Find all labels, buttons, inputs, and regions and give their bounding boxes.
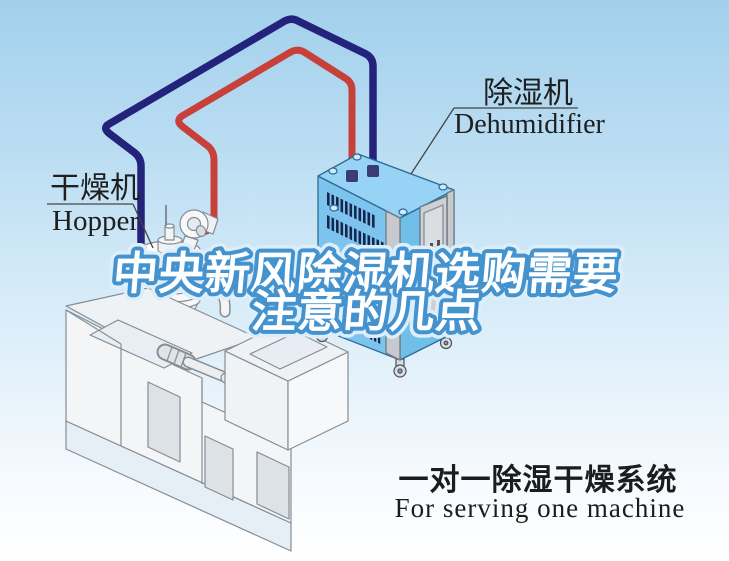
door-handle [430,243,433,249]
headline-line2-halo: 注意的几点 [249,285,484,338]
caption-zh: 一对一除湿干燥系统 [399,463,678,498]
vent-grille-small [370,328,381,344]
hopper-label: 干燥机 Hopper [47,171,154,249]
supply-inlet-fitting [346,170,358,182]
return-inlet-fitting [367,165,379,177]
hopper-label-leader [132,203,154,249]
dehumidifier-label-en: Dehumidifier [454,109,606,140]
front-corner-trim [385,210,401,361]
return-pipe-fitting [135,246,147,257]
molding-machine [65,287,349,552]
caption: 一对一除湿干燥系统 For serving one machine [395,463,686,523]
machine-panel-window-2 [256,451,290,520]
right-box-lid [249,331,328,370]
caption-en: For serving one machine [395,493,686,523]
dehumidifier-unit [315,153,455,378]
headline: 中央新风除湿机选购需要 注意的几点 中央新风除湿机选购需要 注意的几点 [103,240,629,346]
dehumidifier-label-leader [410,107,455,175]
machine-panel-window [204,435,234,501]
control-door-lower [419,272,448,332]
door-handle-2 [437,240,440,246]
dehumidifier-label: 除湿机 Dehumidifier [410,76,606,175]
vent-grille-lower [327,215,384,256]
control-door-upper-inset [423,204,444,268]
headline-line1-halo: 中央新风除湿机选购需要 [111,247,622,300]
machine-door-window [147,381,181,463]
return-air-pipe-blue [102,15,377,258]
dehumidifier-label-zh: 除湿机 [483,76,573,111]
blower-duct [178,235,199,259]
supply-pipe-coupling [195,225,207,237]
hopper-label-en: Hopper [52,205,139,237]
headline-line1: 中央新风除湿机选购需要 [111,247,622,300]
hopper-label-zh: 干燥机 [50,171,140,206]
drum-outlet-elbow [201,276,230,316]
casters [315,324,453,378]
lifting-rings [328,153,448,216]
headline-line2: 注意的几点 [249,285,484,338]
barrel-nozzle [184,358,226,380]
